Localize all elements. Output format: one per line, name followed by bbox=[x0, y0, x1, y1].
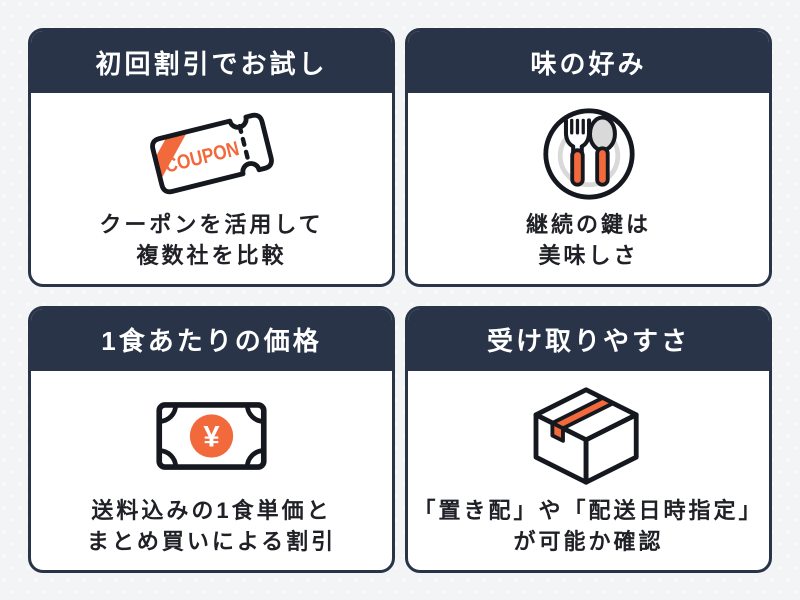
description-line: 「置き配」や「配送日時指定」 bbox=[413, 498, 764, 523]
icon-wrap bbox=[541, 99, 637, 209]
card-taste: 味の好み 継続の鍵は 美味しさ bbox=[405, 28, 772, 287]
feature-grid: 初回割引でお試し COUPON bbox=[28, 28, 772, 573]
description-line: 複数社を比較 bbox=[136, 242, 287, 268]
card-title: 味の好み bbox=[408, 31, 769, 93]
description-line: クーポンを活用して bbox=[99, 211, 324, 237]
icon-wrap: ¥ bbox=[155, 377, 268, 496]
yen-symbol: ¥ bbox=[203, 421, 220, 453]
description-line: 継続の鍵は bbox=[525, 211, 651, 237]
card-description: 「置き配」や「配送日時指定」 が可能か確認 bbox=[413, 495, 763, 557]
description-line: 美味しさ bbox=[538, 242, 639, 268]
card-description: 継続の鍵は 美味しさ bbox=[526, 209, 651, 271]
card-price: 1食あたりの価格 ¥ 送料込みの1食単価と まとめ買いによる割引 bbox=[28, 305, 395, 573]
card-title: 1食あたりの価格 bbox=[31, 308, 392, 371]
icon-wrap: COUPON bbox=[147, 99, 277, 209]
card-description: 送料込みの1食単価と まとめ買いによる割引 bbox=[87, 495, 336, 557]
delivery-box-icon bbox=[533, 387, 639, 485]
card-description: クーポンを活用して 複数社を比較 bbox=[99, 209, 323, 271]
description-line: まとめ買いによる割引 bbox=[86, 529, 337, 554]
coupon-icon: COUPON bbox=[149, 113, 274, 195]
description-line: 送料込みの1食単価と bbox=[91, 498, 332, 523]
yen-banknote-icon: ¥ bbox=[156, 401, 267, 470]
icon-wrap bbox=[526, 377, 652, 496]
card-title: 初回割引でお試し bbox=[31, 31, 392, 93]
card-title: 受け取りやすさ bbox=[408, 308, 769, 371]
card-body: 継続の鍵は 美味しさ bbox=[408, 93, 769, 284]
plate-cutlery-icon bbox=[542, 108, 635, 200]
card-body: ¥ 送料込みの1食単価と まとめ買いによる割引 bbox=[31, 371, 392, 571]
description-line: が可能か確認 bbox=[513, 529, 664, 554]
card-body: COUPON クーポンを活用して 複数社を比較 bbox=[31, 93, 392, 284]
card-body: 「置き配」や「配送日時指定」 が可能か確認 bbox=[408, 371, 769, 571]
card-first-discount: 初回割引でお試し COUPON bbox=[28, 28, 395, 287]
card-receive: 受け取りやすさ 「置き配」や「配送日時指定」 が可能か確認 bbox=[405, 305, 772, 573]
